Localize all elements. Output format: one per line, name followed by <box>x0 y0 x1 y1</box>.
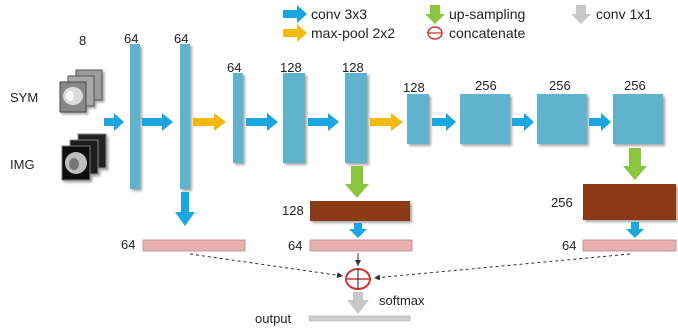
up128-label: 128 <box>282 203 304 218</box>
block-6-label: 128 <box>403 80 425 95</box>
legend-concatenate-icon <box>427 26 443 40</box>
block-4 <box>283 73 305 163</box>
conv-arrow-1 <box>142 113 173 131</box>
pool-arrow-1 <box>193 113 226 131</box>
conv-arrows <box>104 113 644 238</box>
block-3 <box>233 73 243 163</box>
legend-conv1x1-label: conv 1x1 <box>596 6 653 22</box>
out64-left-label: 64 <box>121 237 136 252</box>
legend-upsampling-arrow-icon <box>425 5 445 24</box>
legend-conv3x3-label: conv 3x3 <box>311 6 368 22</box>
out64-mid-bar <box>309 239 413 252</box>
up-block-256 <box>583 184 676 220</box>
block-2-label: 64 <box>174 31 189 46</box>
pool-arrow-2 <box>370 113 403 131</box>
out64-right-bar <box>582 239 677 252</box>
concatenate-symbol <box>345 268 371 290</box>
pool-arrows <box>193 113 403 131</box>
conv-arrow-3 <box>246 113 278 131</box>
conv-arrow-7 <box>512 113 534 131</box>
up-block-128 <box>310 201 410 221</box>
legend-concatenate-label: concatenate <box>449 25 526 41</box>
legend <box>283 5 591 42</box>
conv-arrow-6 <box>432 113 456 131</box>
conv-arrow-4 <box>308 113 339 131</box>
up-arrow-128 <box>345 166 369 198</box>
conv-arrow-8 <box>589 113 611 131</box>
block-3-label: 64 <box>227 60 242 75</box>
legend-maxpool-arrow-icon <box>283 24 307 42</box>
out64-right-label: 64 <box>562 238 577 253</box>
block-1 <box>130 44 140 189</box>
softmax-label: softmax <box>379 293 425 308</box>
img-input-stack <box>61 133 107 181</box>
legend-maxpool-label: max-pool 2x2 <box>311 25 396 41</box>
input-channels-label: 8 <box>79 33 87 48</box>
block-5-label: 128 <box>342 60 364 75</box>
block-4-label: 128 <box>280 60 302 75</box>
conv-down-mid <box>349 223 367 238</box>
out64-left-bar <box>142 239 246 252</box>
block-7 <box>460 94 510 144</box>
conv1x1-arrow <box>347 292 369 314</box>
blocks <box>130 44 676 221</box>
block-2 <box>180 44 190 189</box>
legend-upsampling-label: up-sampling <box>449 6 526 22</box>
sym-label: SYM <box>10 90 39 105</box>
up-arrows <box>345 148 647 198</box>
img-label: IMG <box>10 157 35 172</box>
block-1-label: 64 <box>124 31 139 46</box>
up-arrow-256 <box>623 148 647 180</box>
legend-conv1x1-arrow-icon <box>571 5 591 24</box>
bars <box>142 239 677 322</box>
output-bar <box>308 315 411 322</box>
block-8 <box>537 94 587 144</box>
legend-conv3x3-arrow-icon <box>283 5 307 23</box>
block-8-label: 256 <box>549 78 571 93</box>
block-9 <box>613 94 663 144</box>
output-label: output <box>255 311 292 326</box>
block-7-label: 256 <box>475 78 497 93</box>
sym-input-stack <box>59 69 103 113</box>
conv-down-left <box>175 192 195 226</box>
concat-links <box>189 253 631 281</box>
block-5 <box>345 73 367 163</box>
block-9-label: 256 <box>624 78 646 93</box>
out64-mid-label: 64 <box>288 238 303 253</box>
conv-arrow-input <box>104 113 124 131</box>
up256-label: 256 <box>551 195 573 210</box>
block-6 <box>407 94 429 144</box>
conv-down-right <box>626 222 644 238</box>
